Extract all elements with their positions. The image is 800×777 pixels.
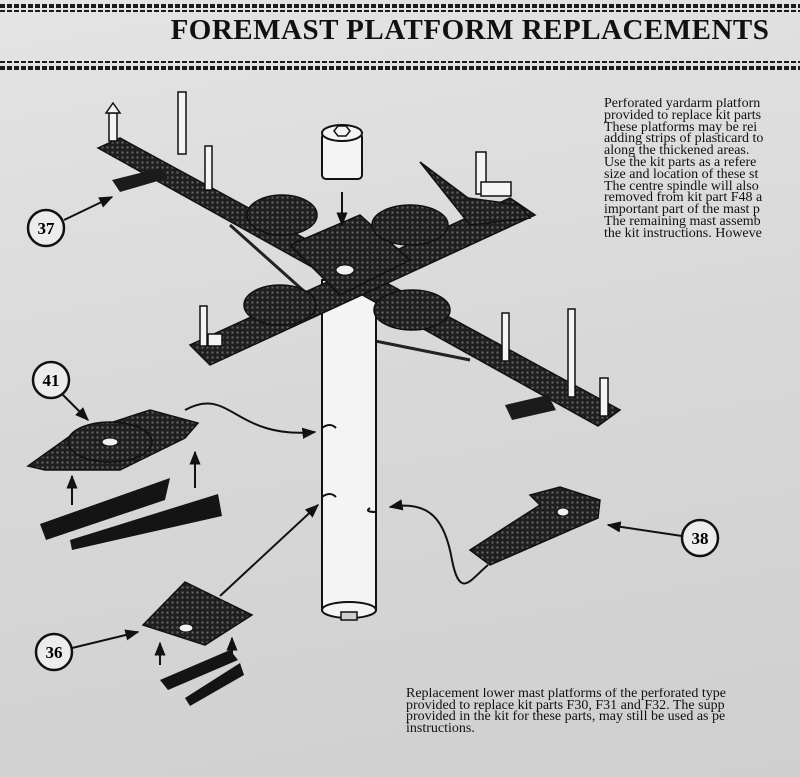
description-line: adding strips of plasticard to bbox=[604, 131, 764, 147]
description-line: the kit instructions. Howeve bbox=[604, 225, 762, 240]
platform-pins bbox=[104, 91, 609, 417]
footer-note-line: provided to replace kit parts F30, F31 a… bbox=[406, 697, 725, 713]
callout-38: 38 bbox=[606, 518, 720, 558]
description-line: The remaining mast assemb bbox=[604, 213, 761, 229]
header-rule-bottom-inner bbox=[0, 61, 800, 63]
description-line: along the thickened areas. bbox=[604, 143, 750, 159]
platform-36 bbox=[141, 504, 320, 706]
header-rule-top-inner bbox=[0, 10, 800, 12]
callout-37: 37 bbox=[26, 196, 114, 248]
platform-41 bbox=[26, 402, 317, 550]
header-rule-top bbox=[0, 4, 800, 8]
platform-38 bbox=[388, 486, 601, 585]
footer-note-line: Replacement lower mast platforms of the … bbox=[406, 688, 726, 701]
description-line: removed from kit part F48 a bbox=[604, 190, 763, 206]
description-line: The centre spindle will also bbox=[604, 178, 759, 194]
header-rule-bottom bbox=[0, 66, 800, 70]
page-title: FOREMAST PLATFORM REPLACEMENTS bbox=[170, 14, 770, 46]
svg-text:37: 37 bbox=[38, 219, 56, 238]
callout-36: 36 bbox=[34, 629, 140, 672]
yardarm-platform bbox=[96, 137, 622, 427]
svg-text:38: 38 bbox=[692, 529, 709, 548]
description-line: size and location of these st bbox=[604, 166, 759, 182]
description-line: important part of the mast p bbox=[604, 202, 760, 218]
callout-41: 41 bbox=[31, 360, 89, 421]
svg-text:36: 36 bbox=[46, 643, 63, 662]
description-line: These platforms may be rei bbox=[604, 119, 758, 135]
footer-note-line: instructions. bbox=[406, 720, 475, 734]
description-line: Use the kit parts as a refere bbox=[604, 154, 757, 170]
spindle-cap bbox=[321, 124, 363, 227]
svg-text:41: 41 bbox=[43, 371, 60, 390]
footer-note-text: Replacement lower mast platforms of the … bbox=[406, 688, 800, 734]
footer-note-line: provided in the kit for these parts, may… bbox=[406, 709, 726, 724]
description-line: provided to replace kit parts bbox=[604, 107, 762, 123]
description-line: Perforated yardarm platforn bbox=[604, 98, 761, 111]
